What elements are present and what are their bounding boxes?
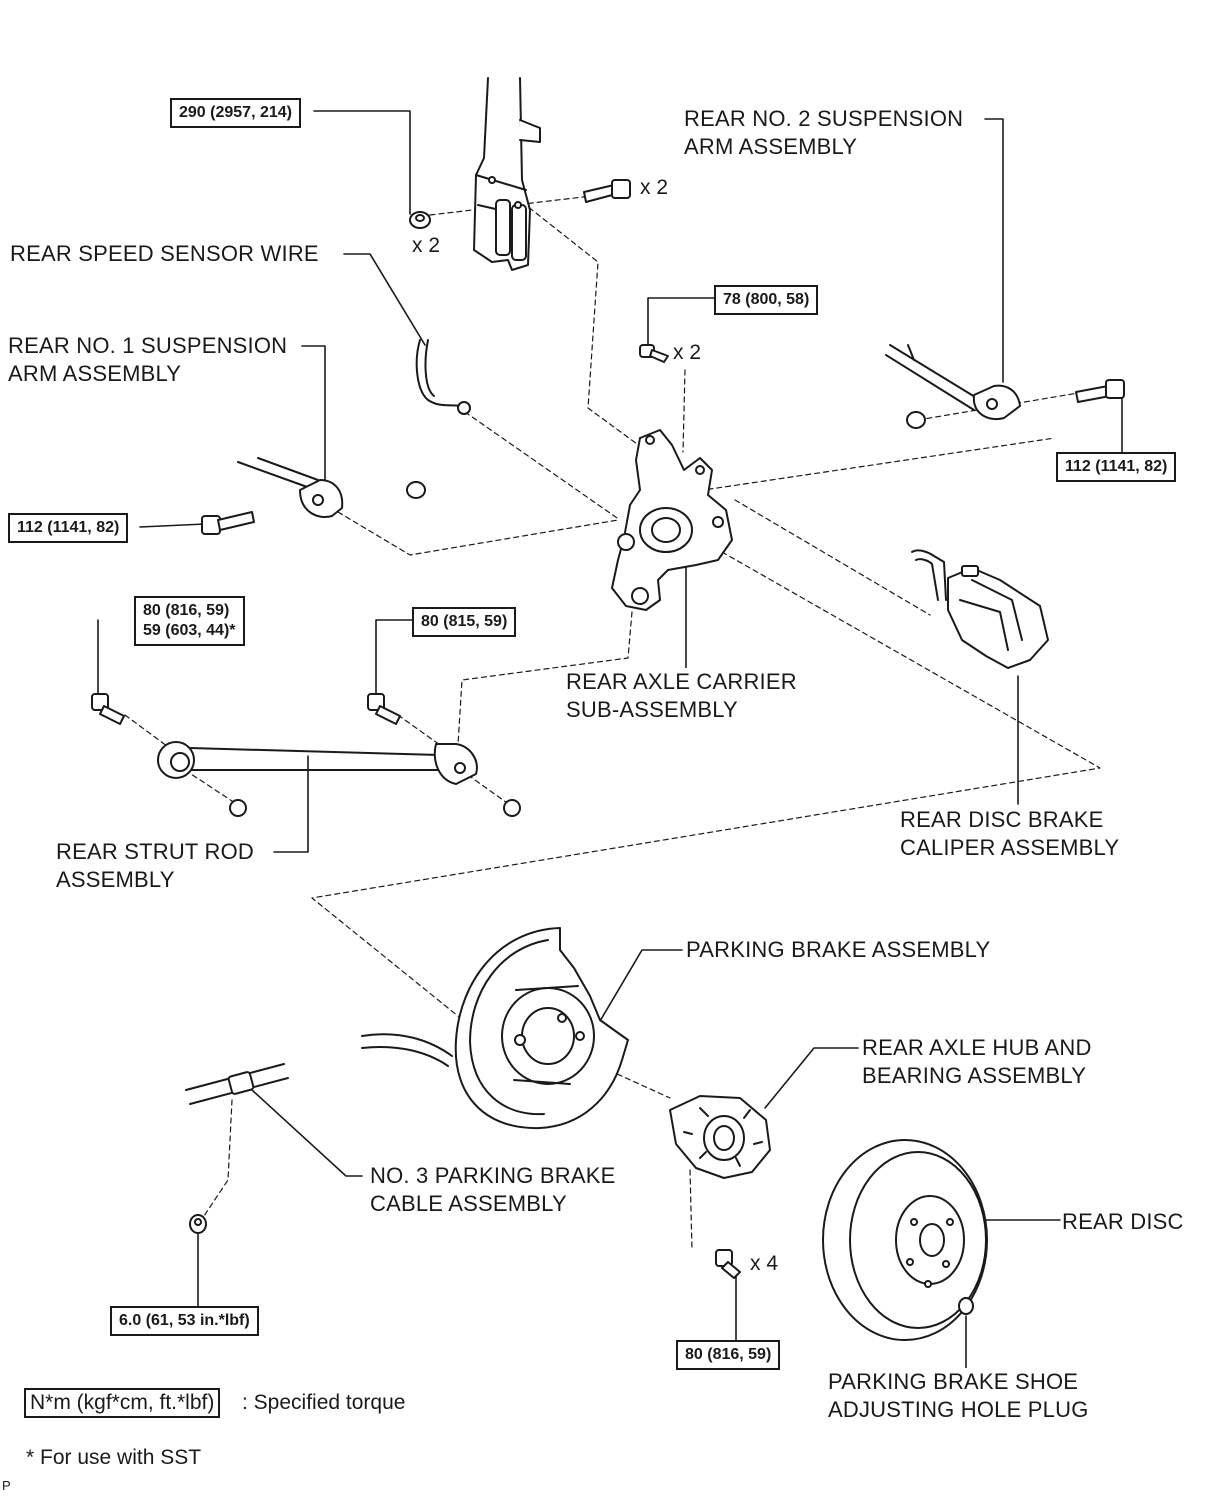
label-line: CABLE ASSEMBLY — [370, 1191, 567, 1216]
torque-strut-top: 290 (2957, 214) — [170, 98, 301, 128]
hole-plug — [958, 1297, 974, 1315]
rear-axle-carrier — [611, 429, 733, 611]
label-rear-disc-brake-caliper: REAR DISC BRAKE CALIPER ASSEMBLY — [900, 806, 1120, 862]
cable-bolt — [189, 1214, 207, 1234]
rear-axle-hub — [669, 1095, 771, 1179]
parking-brake-backing-plate — [361, 927, 629, 1130]
label-line: REAR DISC BRAKE — [900, 807, 1104, 832]
torque-no2-arm: 112 (1141, 82) — [1056, 452, 1177, 482]
no2-arm-bolt — [1075, 379, 1125, 403]
speed-sensor-wire — [415, 339, 471, 415]
strut-rod-nut-b — [503, 799, 521, 817]
qty-hub-bolt: x 4 — [750, 1252, 779, 1275]
label-rear-axle-carrier: REAR AXLE CARRIER SUB-ASSEMBLY — [566, 668, 797, 724]
rear-strut-rod — [157, 741, 478, 785]
torque-value: 112 (1141, 82) — [1065, 458, 1168, 475]
label-line: PARKING BRAKE ASSEMBLY — [686, 937, 991, 962]
label-line: REAR NO. 1 SUSPENSION — [8, 333, 288, 358]
rear-disc — [822, 1139, 988, 1341]
label-no3-parking-brake-cable: NO. 3 PARKING BRAKE CABLE ASSEMBLY — [370, 1162, 616, 1218]
label-rear-speed-sensor-wire: REAR SPEED SENSOR WIRE — [10, 240, 319, 268]
label-line: REAR STRUT ROD — [56, 839, 254, 864]
no3-parking-brake-cable — [185, 1063, 289, 1105]
label-parking-brake-assembly: PARKING BRAKE ASSEMBLY — [686, 936, 991, 964]
label-rear-no1-suspension-arm: REAR NO. 1 SUSPENSION ARM ASSEMBLY — [8, 332, 288, 388]
hub-bolt — [715, 1249, 741, 1279]
label-line: PARKING BRAKE SHOE — [828, 1369, 1079, 1394]
label-line: NO. 3 PARKING BRAKE — [370, 1163, 616, 1188]
label-hole-plug: PARKING BRAKE SHOE ADJUSTING HOLE PLUG — [828, 1368, 1089, 1424]
torque-value: 80 (815, 59) — [421, 613, 508, 630]
no1-arm-nut — [406, 481, 426, 499]
rear-no2-arm — [885, 344, 1021, 420]
strut-bolt — [583, 179, 631, 203]
torque-value: 80 (816, 59) — [143, 602, 230, 619]
torque-hub-bolt: 80 (816, 59) — [676, 1340, 781, 1370]
no1-arm-bolt — [201, 511, 255, 535]
label-rear-strut-rod: REAR STRUT ROD ASSEMBLY — [56, 838, 254, 894]
strut-nut — [409, 211, 431, 229]
label-line: ARM ASSEMBLY — [8, 361, 182, 386]
label-line: ASSEMBLY — [56, 867, 175, 892]
label-line: REAR DISC — [1062, 1209, 1184, 1234]
rear-strut-shock — [473, 77, 541, 271]
qty-carrier-bolt: x 2 — [673, 341, 702, 364]
carrier-bolt — [639, 344, 669, 363]
strut-rod-bolt-a — [91, 693, 125, 725]
corner-mark: P — [2, 1478, 11, 1493]
torque-strut-rod-b: 80 (815, 59) — [412, 607, 517, 637]
label-line: REAR AXLE HUB AND — [862, 1035, 1092, 1060]
legend-torque-box: N*m (kgf*cm, ft.*lbf) — [24, 1388, 221, 1418]
qty-strut-bolt: x 2 — [640, 176, 669, 199]
rear-no1-arm — [237, 457, 344, 518]
legend-torque-text: : Specified torque — [242, 1391, 406, 1414]
qty-strut-nut: x 2 — [412, 234, 441, 257]
strut-rod-nut-a — [229, 799, 247, 817]
torque-cable-bolt: 6.0 (61, 53 in.*lbf) — [110, 1306, 259, 1336]
legend-sst-note: * For use with SST — [26, 1446, 202, 1469]
label-line: BEARING ASSEMBLY — [862, 1063, 1087, 1088]
no2-arm-nut — [906, 411, 926, 429]
torque-value: 6.0 (61, 53 in.*lbf) — [119, 1312, 250, 1329]
label-line: ADJUSTING HOLE PLUG — [828, 1397, 1089, 1422]
torque-carrier-bolt: 78 (800, 58) — [714, 285, 819, 315]
label-line: REAR NO. 2 SUSPENSION — [684, 106, 964, 131]
label-line: SUB-ASSEMBLY — [566, 697, 738, 722]
torque-no1-arm: 112 (1141, 82) — [8, 513, 129, 543]
torque-value: 80 (816, 59) — [685, 1346, 772, 1363]
label-line: REAR SPEED SENSOR WIRE — [10, 241, 319, 266]
label-line: ARM ASSEMBLY — [684, 134, 858, 159]
torque-value: 112 (1141, 82) — [17, 519, 120, 536]
torque-value: 78 (800, 58) — [723, 291, 810, 308]
label-line: REAR AXLE CARRIER — [566, 669, 797, 694]
label-rear-axle-hub: REAR AXLE HUB AND BEARING ASSEMBLY — [862, 1034, 1092, 1090]
torque-value-sst: 59 (603, 44)* — [143, 622, 236, 639]
label-rear-no2-suspension-arm: REAR NO. 2 SUSPENSION ARM ASSEMBLY — [684, 105, 964, 161]
torque-strut-rod-a: 80 (816, 59) 59 (603, 44)* — [134, 596, 245, 646]
strut-rod-bolt-b — [367, 693, 401, 725]
label-line: CALIPER ASSEMBLY — [900, 835, 1120, 860]
torque-value: 290 (2957, 214) — [179, 104, 292, 121]
label-rear-disc: REAR DISC — [1062, 1208, 1184, 1236]
rear-disc-brake-caliper — [911, 549, 1049, 669]
